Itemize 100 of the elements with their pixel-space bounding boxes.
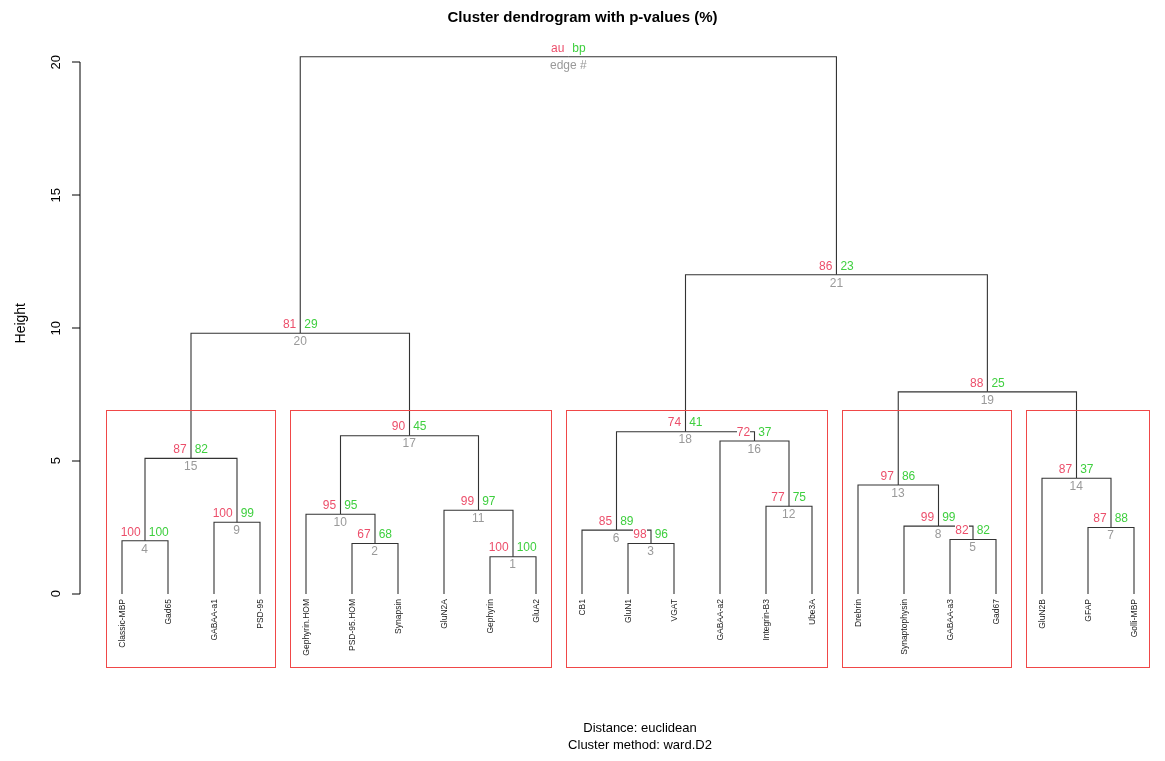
edge-number: 19 [980, 393, 995, 407]
leaf-label: PSD-95.HOM [346, 598, 357, 651]
axis-tick-label: 15 [48, 187, 63, 203]
axis-title: Height [12, 303, 28, 344]
au-value: 100 [212, 506, 233, 520]
tree-branch [351, 542, 376, 595]
tree-branch [477, 509, 514, 558]
tree-branch [719, 440, 756, 595]
tree-branch [339, 435, 411, 515]
leaf-label: Classic-MBP [116, 598, 127, 648]
leaf-label: GFAP [1082, 598, 1093, 622]
edge-number: 11 [471, 511, 485, 525]
bp-value: 23 [840, 259, 854, 273]
tree-branch [650, 542, 675, 595]
tree-branch [581, 529, 618, 595]
tree-branch [121, 540, 146, 595]
edge-number: 13 [891, 486, 905, 500]
tree-branch [1087, 526, 1112, 595]
tree-branch [615, 431, 687, 531]
au-value: 99 [920, 510, 935, 524]
axis-tick-label: 10 [48, 320, 63, 336]
tree-branch [1075, 477, 1112, 529]
tree-branch [236, 521, 261, 595]
bp-value: 86 [901, 469, 916, 483]
tree-branch [897, 391, 988, 486]
leaf-label: Gad65 [162, 598, 173, 625]
tree-branch [684, 274, 837, 433]
tree-branch [144, 540, 169, 595]
tree-branch [443, 509, 480, 595]
tree-branch [857, 484, 899, 595]
leaf-label: GluA2 [530, 598, 541, 623]
tree-branch [1041, 477, 1078, 595]
axis-tick-label: 5 [48, 457, 63, 465]
axis-tick-label: 0 [48, 590, 63, 598]
edge-number: 12 [782, 507, 796, 521]
leaf-label: Gephyrin.HOM [300, 598, 311, 656]
au-value: 88 [970, 376, 984, 390]
tree-branch [627, 542, 652, 595]
au-value: 97 [880, 469, 894, 483]
tree-branch [408, 435, 480, 511]
edge-number: 4 [141, 542, 149, 556]
edge-number: edge # [550, 58, 587, 72]
bp-value: bp [572, 41, 586, 55]
leaf-label: VGAT [668, 598, 679, 622]
bp-value: 25 [991, 376, 1005, 390]
tree-branch [190, 332, 301, 459]
tree-branch [489, 556, 514, 595]
tree-branch [299, 332, 411, 437]
au-value: 87 [1058, 463, 1073, 476]
au-value: 85 [598, 514, 613, 528]
tree-branch [374, 542, 399, 595]
tree-branch [684, 431, 756, 442]
bp-value: 99 [942, 510, 956, 524]
edge-number: 10 [333, 515, 347, 529]
caption-text: Cluster method: ward.D2 [567, 737, 713, 752]
edge-number: 16 [747, 442, 761, 456]
axis-tick-label: 20 [48, 54, 63, 70]
edge-number: 21 [829, 276, 844, 290]
tree-branch [299, 56, 569, 334]
leaf-label: Drebrin [852, 598, 863, 627]
tree-branch [1110, 526, 1135, 595]
tree-branch [986, 391, 1078, 479]
tree-branch [190, 457, 238, 523]
tree-branch [897, 484, 940, 527]
leaf-label: Gephyrin [484, 598, 495, 634]
leaf-label: GluN2A [438, 598, 449, 629]
leaf-label: GluN1 [622, 598, 633, 623]
au-value: 99 [460, 494, 475, 508]
bp-value: 37 [758, 425, 772, 439]
bp-value: 75 [792, 490, 807, 504]
au-value: 95 [322, 498, 337, 512]
leaf-label: GABAA-a3 [944, 598, 955, 641]
leaf-label: Integrin-B3 [760, 598, 771, 641]
cluster-box [106, 410, 276, 668]
tree-branch [144, 457, 192, 542]
leaf-label: PSD-95 [254, 598, 265, 629]
au-value: 72 [736, 425, 751, 439]
leaf-label: Gad67 [990, 598, 1001, 625]
leaf-label: GluN2B [1036, 598, 1047, 629]
tree-branch [903, 525, 940, 595]
cluster-box [290, 410, 552, 668]
leaf-label: Ube3A [806, 598, 817, 625]
cluster-box [842, 410, 1012, 668]
edge-number: 6 [612, 531, 620, 545]
chart-title: Cluster dendrogram with p-values (%) [446, 8, 719, 25]
tree-branch [753, 440, 790, 507]
tree-branch [567, 56, 837, 276]
bp-value: 37 [1080, 463, 1094, 476]
tree-branch [213, 521, 238, 595]
au-value: 100 [120, 525, 141, 539]
leaf-label: Synapsin [392, 598, 403, 634]
bp-value: 95 [344, 498, 358, 512]
leaf-label: GABAA-a2 [714, 598, 725, 641]
cluster-box [566, 410, 828, 668]
tree-branch [788, 505, 813, 595]
bp-value: 97 [482, 494, 496, 508]
leaf-label: CB1 [576, 598, 587, 616]
caption-text: Distance: euclidean [582, 720, 698, 735]
leaf-label: GABAA-a1 [208, 598, 219, 641]
tree-branch [765, 505, 790, 595]
